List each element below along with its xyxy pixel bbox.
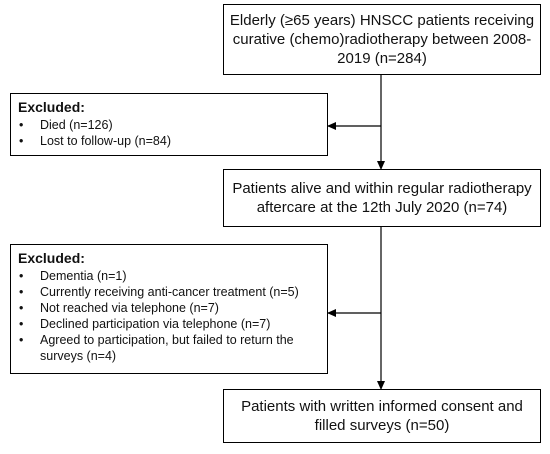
cohort-aftercare-text: Patients alive and within regular radiot…	[232, 180, 532, 216]
excluded-2-item: Currently receiving anti-cancer treatmen…	[18, 284, 321, 300]
excluded-2-item: Declined participation via telephone (n=…	[18, 316, 321, 332]
excluded-box-1: Excluded: Died (n=126) Lost to follow-up…	[10, 93, 328, 156]
excluded-2-title: Excluded:	[18, 250, 85, 266]
excluded-2-item: Not reached via telephone (n=7)	[18, 300, 321, 316]
excluded-2-item: Dementia (n=1)	[18, 268, 321, 284]
excluded-1-list: Died (n=126) Lost to follow-up (n=84)	[18, 117, 321, 149]
cohort-box-final: Patients with written informed consent a…	[223, 389, 541, 443]
cohort-initial-text: Elderly (≥65 years) HNSCC patients recei…	[229, 12, 535, 67]
excluded-1-title: Excluded:	[18, 99, 85, 115]
cohort-box-aftercare: Patients alive and within regular radiot…	[223, 169, 541, 227]
excluded-2-item: Agreed to participation, but failed to r…	[18, 332, 321, 364]
cohort-box-initial: Elderly (≥65 years) HNSCC patients recei…	[223, 4, 541, 75]
excluded-box-2: Excluded: Dementia (n=1) Currently recei…	[10, 244, 328, 374]
cohort-final-text: Patients with written informed consent a…	[241, 398, 523, 434]
excluded-1-item: Lost to follow-up (n=84)	[18, 133, 321, 149]
excluded-2-list: Dementia (n=1) Currently receiving anti-…	[18, 268, 321, 364]
excluded-1-item: Died (n=126)	[18, 117, 321, 133]
